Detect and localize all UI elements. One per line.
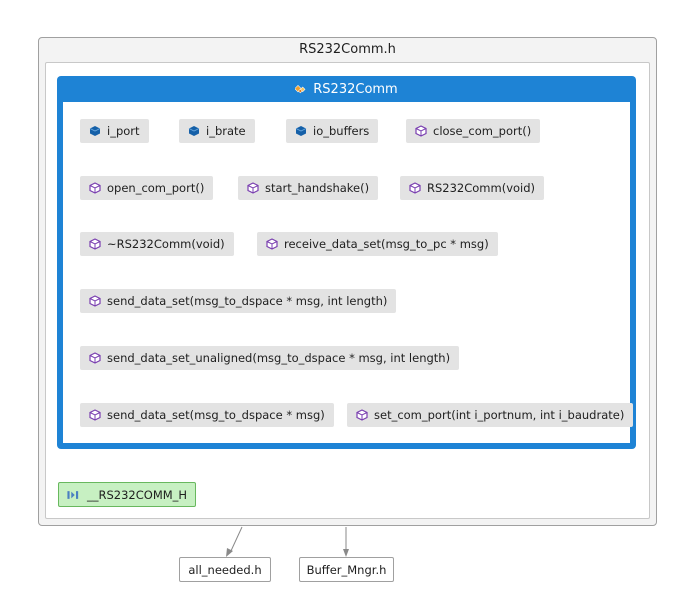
member-open-com-port[interactable]: open_com_port()	[80, 176, 214, 200]
member-close-com-port[interactable]: close_com_port()	[406, 119, 541, 143]
include-label: Buffer_Mngr.h	[306, 562, 387, 577]
member-i-brate[interactable]: i_brate	[179, 119, 255, 143]
member-label: i_brate	[206, 124, 246, 138]
macro-label: __RS232COMM_H	[87, 487, 188, 502]
member-i-port[interactable]: i_port	[80, 119, 149, 143]
member-label: send_data_set_unaligned(msg_to_dspace * …	[107, 351, 451, 365]
class-body	[63, 102, 630, 443]
member-label: set_com_port(int i_portnum, int i_baudra…	[374, 408, 625, 422]
method-icon	[247, 182, 259, 194]
member-label: receive_data_set(msg_to_pc * msg)	[284, 237, 489, 251]
macro-icon	[67, 489, 79, 501]
member-start-handshake[interactable]: start_handshake()	[238, 176, 379, 200]
member-label: io_buffers	[313, 124, 370, 138]
member-send-data-set-length[interactable]: send_data_set(msg_to_dspace * msg, int l…	[80, 289, 397, 313]
method-icon	[89, 352, 101, 364]
member-send-data-set[interactable]: send_data_set(msg_to_dspace * msg)	[80, 403, 334, 427]
method-icon	[89, 409, 101, 421]
class-icon	[295, 83, 307, 95]
member-label: ~RS232Comm(void)	[107, 237, 225, 251]
arrowhead-buffer-mngr	[343, 549, 349, 557]
include-link-all-needed	[229, 526, 243, 554]
member-label: close_com_port()	[433, 124, 532, 138]
member-receive-data-set[interactable]: receive_data_set(msg_to_pc * msg)	[257, 232, 498, 256]
member-label: send_data_set(msg_to_dspace * msg, int l…	[107, 294, 388, 308]
macro-node[interactable]: __RS232COMM_H	[58, 482, 196, 507]
file-title: RS232Comm.h	[299, 42, 396, 57]
method-icon	[89, 295, 101, 307]
include-all-needed[interactable]: all_needed.h	[179, 557, 271, 582]
member-label: send_data_set(msg_to_dspace * msg)	[107, 408, 325, 422]
member-set-com-port[interactable]: set_com_port(int i_portnum, int i_baudra…	[347, 403, 634, 427]
method-icon	[415, 125, 427, 137]
include-label: all_needed.h	[188, 562, 262, 577]
method-icon	[356, 409, 368, 421]
member-io-buffers[interactable]: io_buffers	[286, 119, 379, 143]
member-constructor[interactable]: RS232Comm(void)	[400, 176, 545, 200]
method-icon	[89, 182, 101, 194]
class-header[interactable]: RS232Comm	[57, 76, 636, 102]
method-icon	[89, 238, 101, 250]
method-icon	[409, 182, 421, 194]
class-title: RS232Comm	[313, 81, 398, 97]
member-label: start_handshake()	[265, 181, 370, 195]
include-buffer-mngr[interactable]: Buffer_Mngr.h	[299, 557, 394, 582]
field-icon	[295, 125, 307, 137]
arrowhead-all-needed	[226, 548, 233, 557]
method-icon	[266, 238, 278, 250]
field-icon	[89, 125, 101, 137]
member-send-data-set-unaligned[interactable]: send_data_set_unaligned(msg_to_dspace * …	[80, 346, 460, 370]
member-label: RS232Comm(void)	[427, 181, 536, 195]
field-icon	[188, 125, 200, 137]
member-destructor[interactable]: ~RS232Comm(void)	[80, 232, 234, 256]
member-label: open_com_port()	[107, 181, 205, 195]
member-label: i_port	[107, 124, 140, 138]
